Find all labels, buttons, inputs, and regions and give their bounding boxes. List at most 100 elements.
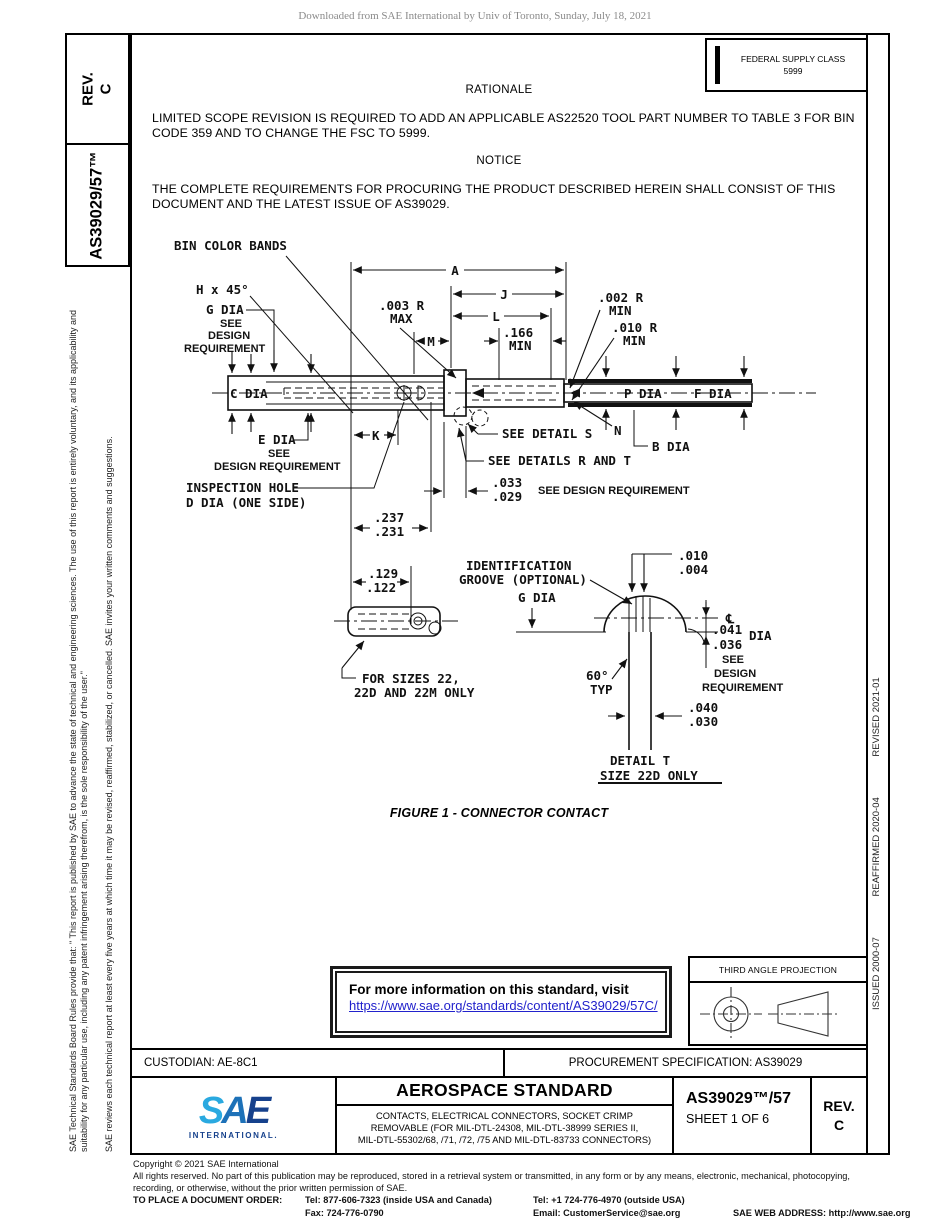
label-see-design-req: SEE DESIGN REQUIREMENT xyxy=(538,485,690,497)
label-size-22d: SIZE 22D ONLY xyxy=(600,768,698,783)
label-237: .237 xyxy=(374,510,404,525)
label-166: .166 xyxy=(503,325,533,340)
projection-title: THIRD ANGLE PROJECTION xyxy=(690,958,866,983)
label-g-see: SEE xyxy=(220,318,242,330)
label-040: .040 xyxy=(688,700,718,715)
label-sizes-2: 22D AND 22M ONLY xyxy=(354,685,475,700)
title-block: SAE INTERNATIONAL. AEROSPACE STANDARD CO… xyxy=(130,1076,868,1155)
revision-value: C xyxy=(833,1116,845,1133)
rev-label: REV. xyxy=(79,72,97,106)
label-231: .231 xyxy=(374,524,404,539)
info-box-text: For more information on this standard, v… xyxy=(349,982,629,997)
subtitle-line-1: CONTACTS, ELECTRICAL CONNECTORS, SOCKET … xyxy=(376,1111,633,1121)
label-g-design: DESIGN xyxy=(208,330,250,342)
revision-change-bar xyxy=(715,46,720,84)
third-angle-projection-icon xyxy=(700,987,840,1041)
label-dim-j: J xyxy=(500,287,508,302)
label-n: N xyxy=(614,423,622,438)
copyright-line-1: Copyright © 2021 SAE International xyxy=(133,1159,279,1169)
logo-letter-s: S xyxy=(198,1089,224,1132)
label-002r-min: MIN xyxy=(609,303,632,318)
sidebar-disclaimer-2: SAE reviews each technical report at lea… xyxy=(104,436,114,1152)
download-notice: Downloaded from SAE International by Uni… xyxy=(298,10,652,22)
label-033: .033 xyxy=(492,475,522,490)
label-g-requirement: REQUIREMENT xyxy=(184,343,266,355)
rationale-body: LIMITED SCOPE REVISION IS REQUIRED TO AD… xyxy=(152,111,855,140)
document-subtitle: CONTACTS, ELECTRICAL CONNECTORS, SOCKET … xyxy=(337,1106,672,1146)
label-e-dia: E DIA xyxy=(258,432,296,447)
copyright-line-2: All rights reserved. No part of this pub… xyxy=(133,1171,850,1182)
label-see-detail-s: SEE DETAIL S xyxy=(502,426,592,441)
label-129: .129 xyxy=(368,566,398,581)
label-t-see: SEE xyxy=(722,654,744,666)
revised-date: REVISED 2021-01 xyxy=(871,677,882,757)
reaffirmed-date: REAFFIRMED 2020-04 xyxy=(871,797,882,897)
label-t-requirement: REQUIREMENT xyxy=(702,682,784,694)
label-dim-l: L xyxy=(492,309,500,324)
label-ident-2: GROOVE (OPTIONAL) xyxy=(459,572,587,587)
label-sizes-1: FOR SIZES 22, xyxy=(362,671,460,686)
label-e-see: SEE xyxy=(268,448,290,460)
document-type-title: AEROSPACE STANDARD xyxy=(337,1078,672,1106)
fax-number: Fax: 724-776-0790 xyxy=(305,1207,384,1218)
label-bin-color-bands: BIN COLOR BANDS xyxy=(174,238,287,253)
fsc-label: FEDERAL SUPPLY CLASS xyxy=(740,53,846,64)
label-see-details-rt: SEE DETAILS R AND T xyxy=(488,453,631,468)
label-003r: .003 R xyxy=(379,298,425,313)
copyright-line-3: recording, or otherwise, without the pri… xyxy=(133,1183,408,1194)
label-010: .010 xyxy=(678,548,708,563)
info-box: For more information on this standard, v… xyxy=(330,966,672,1038)
revision-label: REV. xyxy=(823,1097,855,1114)
label-t-design: DESIGN xyxy=(714,668,756,680)
label-h-x-45: H x 45° xyxy=(196,282,249,297)
label-g-dia: G DIA xyxy=(206,302,244,317)
web-address: SAE WEB ADDRESS: http://www.sae.org xyxy=(733,1207,911,1218)
third-angle-projection-box: THIRD ANGLE PROJECTION xyxy=(688,956,868,1046)
tel-inside: Tel: 877-606-7323 (inside USA and Canada… xyxy=(305,1195,492,1206)
subtitle-line-3: MIL-DTL-55302/68, /71, /72, /75 AND MIL-… xyxy=(357,1135,652,1146)
sae-logo-subtext: INTERNATIONAL. xyxy=(188,1130,279,1140)
issued-date: ISSUED 2000-07 xyxy=(871,937,882,1010)
rev-value: C xyxy=(97,83,115,95)
centerline-symbol: ℄ xyxy=(725,611,735,626)
revision-history-strip: ISSUED 2000-07 REAFFIRMED 2020-04 REVISE… xyxy=(866,33,890,1155)
document-number-cell: AS39029™/57 SHEET 1 OF 6 xyxy=(674,1078,812,1153)
label-029: .029 xyxy=(492,489,522,504)
label-e-design-req: DESIGN REQUIREMENT xyxy=(214,461,341,473)
notice-heading: NOTICE xyxy=(476,155,522,167)
figure-labels: BIN COLOR BANDS H x 45° G DIA SEE DESIGN… xyxy=(174,238,784,783)
label-122: .122 xyxy=(366,580,396,595)
standard-link[interactable]: https://www.sae.org/standards/content/AS… xyxy=(349,998,658,1013)
sheet-number: SHEET 1 OF 6 xyxy=(686,1112,770,1126)
label-f-dia: F DIA xyxy=(694,386,732,401)
notice-body: THE COMPLETE REQUIREMENTS FOR PROCURING … xyxy=(152,182,836,211)
order-label: TO PLACE A DOCUMENT ORDER: xyxy=(133,1195,283,1206)
copyright-block: Copyright © 2021 SAE International All r… xyxy=(133,1158,933,1219)
contact-geometry xyxy=(212,255,816,784)
label-inspection-2: D DIA (ONE SIDE) xyxy=(186,495,306,510)
label-p-dia: P DIA xyxy=(624,386,662,401)
label-inspection-1: INSPECTION HOLE xyxy=(186,480,299,495)
subtitle-line-2: REMOVABLE (FOR MIL-DTL-24308, MIL-DTL-38… xyxy=(370,1123,639,1134)
tel-outside: Tel: +1 724-776-4970 (outside USA) xyxy=(533,1195,685,1206)
label-60deg: 60° xyxy=(586,668,609,683)
revision-history: ISSUED 2000-07 REAFFIRMED 2020-04 REVISE… xyxy=(871,639,882,1010)
doc-number-vertical: AS39029/57™ xyxy=(88,150,106,260)
figure-connector-contact-drawing: BIN COLOR BANDS H x 45° G DIA SEE DESIGN… xyxy=(174,238,816,784)
label-004: .004 xyxy=(678,562,708,577)
sidebar-doc-number-box: AS39029/57™ xyxy=(65,143,130,267)
label-c-dia: C DIA xyxy=(230,386,268,401)
label-030: .030 xyxy=(688,714,718,729)
label-ident-1: IDENTIFICATION xyxy=(466,558,571,573)
label-dim-a: A xyxy=(451,263,459,278)
label-041: .041 xyxy=(712,622,742,637)
sae-logo-word: SAE xyxy=(198,1089,271,1132)
revision-cell: REV. C xyxy=(812,1078,866,1153)
logo-letter-a: A xyxy=(221,1089,249,1132)
document-number: AS39029™/57 xyxy=(686,1090,791,1107)
order-contact-grid: TO PLACE A DOCUMENT ORDER: Tel: 877-606-… xyxy=(133,1194,933,1218)
custodian-row: CUSTODIAN: AE-8C1 PROCUREMENT SPECIFICAT… xyxy=(130,1048,868,1078)
label-010r-min: MIN xyxy=(623,333,646,348)
label-typ: TYP xyxy=(590,682,613,697)
